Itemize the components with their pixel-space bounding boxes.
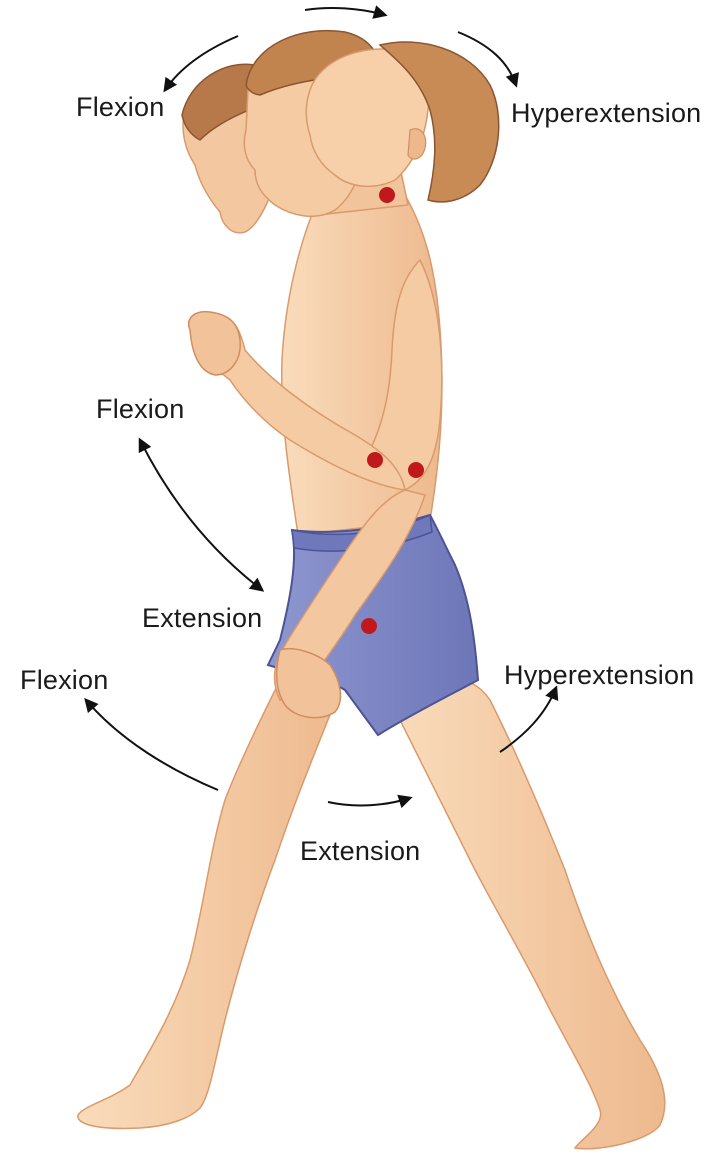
neck-flexion-label: Flexion bbox=[76, 92, 164, 123]
neck-joint-marker bbox=[379, 187, 395, 203]
ear bbox=[408, 129, 426, 159]
hip-hyperextension-label: Hyperextension bbox=[504, 660, 694, 691]
elbow-joint-marker bbox=[367, 452, 383, 468]
shoulder-arrow bbox=[140, 440, 262, 590]
hip-flexion-arrow bbox=[86, 700, 218, 790]
hip-flexion-label: Flexion bbox=[20, 665, 108, 696]
shoulder-extension-label: Extension bbox=[142, 603, 262, 634]
hip-joint-marker bbox=[361, 618, 377, 634]
right-leg bbox=[390, 678, 665, 1149]
fist bbox=[189, 312, 241, 375]
shoulder-joint-marker bbox=[408, 462, 424, 478]
shoulder-flexion-label: Flexion bbox=[96, 394, 184, 425]
hip-extension-label: Extension bbox=[300, 836, 420, 867]
neck-top-arrow bbox=[305, 8, 385, 15]
hip-extension-arrow bbox=[328, 798, 410, 805]
neck-hyperextension-label: Hyperextension bbox=[511, 98, 701, 129]
